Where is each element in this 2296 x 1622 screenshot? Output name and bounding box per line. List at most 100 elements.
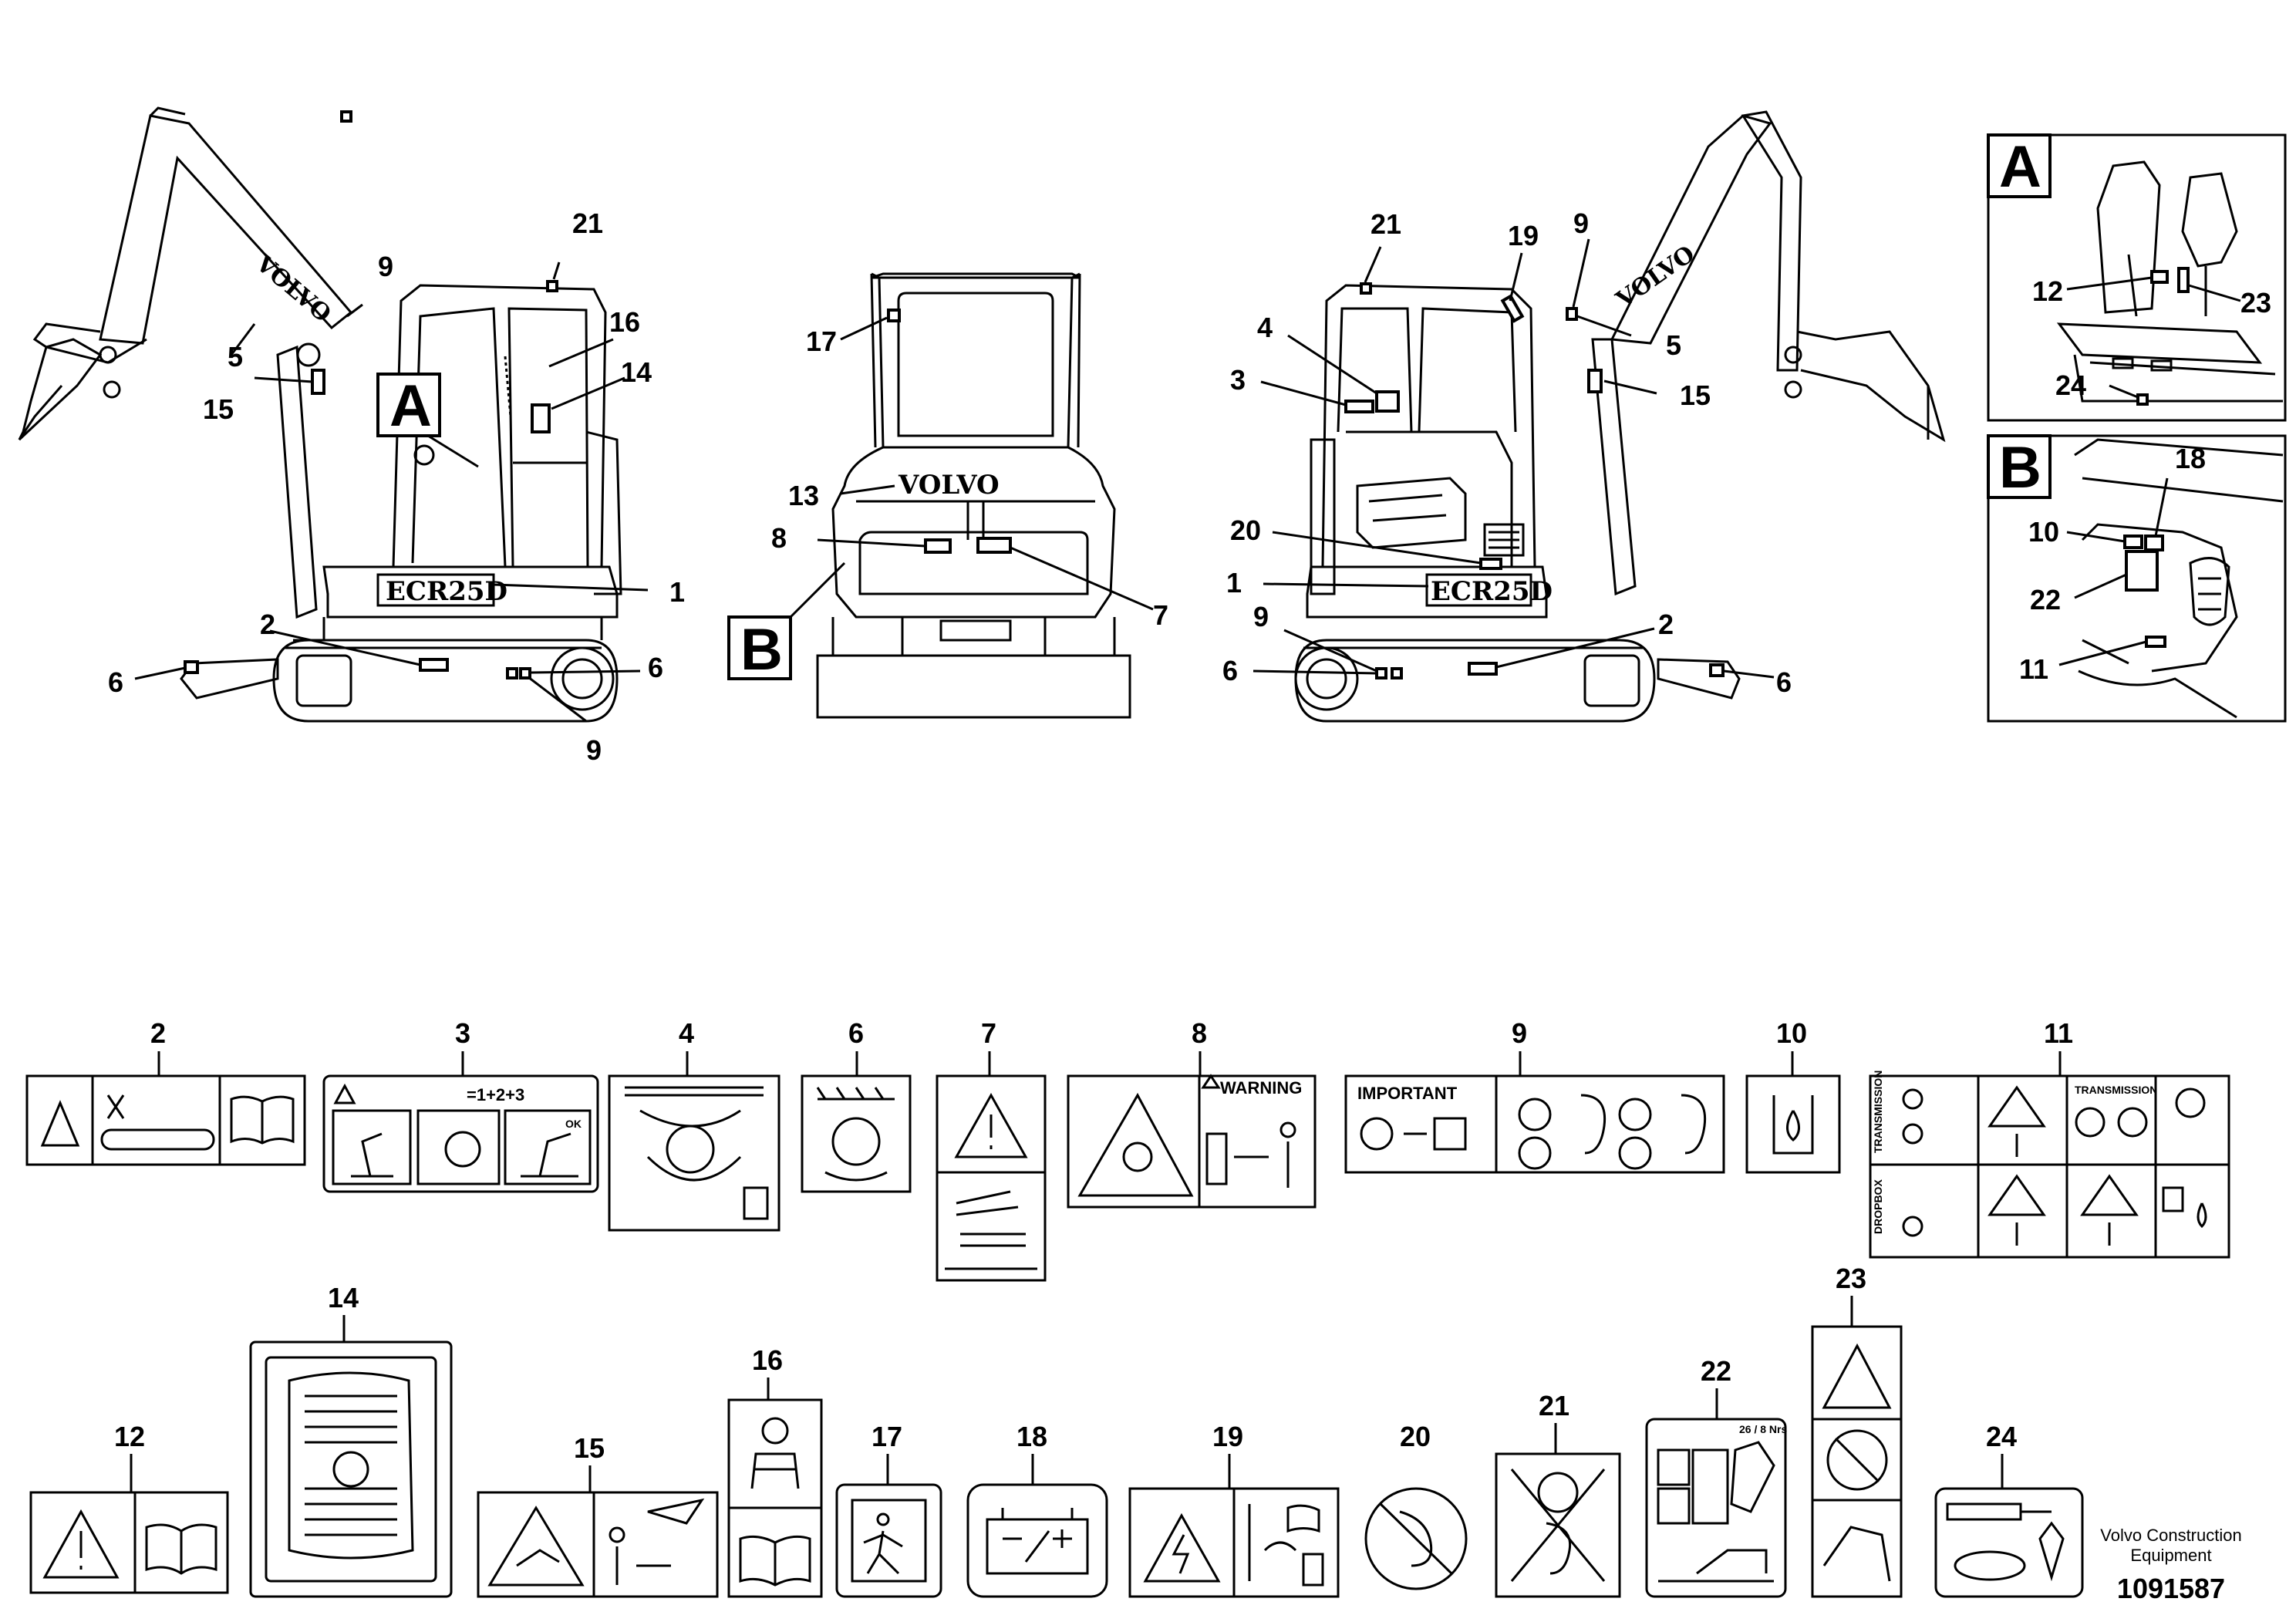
rear-view: VOLVO 17 13 8 7 B	[727, 272, 1168, 719]
decal-21: 21	[1495, 1390, 1621, 1598]
callout-3: 3	[1230, 364, 1246, 396]
callout-11: 11	[2019, 653, 2048, 685]
callout-9-right: 9	[1573, 207, 1589, 239]
footer: Volvo Construction Equipment 1091587	[2100, 1526, 2241, 1604]
company-name: Volvo Construction	[2100, 1526, 2241, 1545]
left-side-view: ECR25D VOLVO 21 9 16 14 5 15 1 2 6 6	[18, 106, 685, 766]
decal-16: 16	[727, 1344, 823, 1598]
decal-17: 17	[835, 1421, 942, 1598]
svg-text:17: 17	[872, 1421, 902, 1452]
callout-5: 5	[228, 341, 243, 373]
callout-6-right: 6	[1222, 655, 1238, 686]
company-name-line2: Equipment	[2130, 1546, 2211, 1565]
decal-6: 6	[801, 1017, 912, 1193]
model-badge-right: ECR25D	[1431, 576, 1553, 607]
svg-text:14: 14	[328, 1282, 359, 1313]
svg-text:7: 7	[981, 1017, 996, 1049]
decal-4: 4	[608, 1017, 781, 1232]
decal-24: 24	[1934, 1421, 2084, 1598]
callout-18: 18	[2175, 443, 2206, 474]
callout-13: 13	[788, 480, 819, 511]
callout-20: 20	[1230, 514, 1261, 546]
callout-4: 4	[1257, 312, 1273, 343]
callout-10: 10	[2028, 516, 2059, 548]
svg-text:6: 6	[848, 1017, 864, 1049]
decal-11-transmission-side: TRANSMISSION	[2075, 1084, 2157, 1096]
detail-a: A 12 23 24	[1987, 133, 2287, 422]
callout-24: 24	[2055, 369, 2086, 401]
right-side-view: VOLVO ECR25D 21	[1222, 110, 1946, 723]
callout-14: 14	[621, 356, 652, 388]
callout-7: 7	[1153, 599, 1168, 631]
callout-2-right: 2	[1658, 609, 1674, 640]
svg-text:20: 20	[1400, 1421, 1431, 1452]
detail-b: B 18 10 22 11	[1987, 434, 2287, 723]
callout-9: 9	[378, 251, 393, 282]
callout-9b-right: 9	[1253, 601, 1269, 632]
decal-3-formula: =1+2+3	[467, 1085, 524, 1104]
svg-text:21: 21	[1539, 1390, 1569, 1421]
callout-9b: 9	[586, 734, 602, 766]
callout-21: 21	[572, 207, 603, 239]
callout-12: 12	[2032, 275, 2063, 307]
decal-18: 18	[966, 1421, 1108, 1598]
detail-letter-a-box: A	[1999, 134, 2041, 200]
decal-19: 19	[1128, 1421, 1340, 1598]
svg-text:10: 10	[1776, 1017, 1807, 1049]
callout-23: 23	[2240, 287, 2271, 319]
callout-21-right: 21	[1371, 208, 1401, 240]
decal-11-transmission: TRANSMISSION	[1872, 1071, 1884, 1153]
callout-15-right: 15	[1680, 379, 1711, 411]
svg-text:18: 18	[1017, 1421, 1047, 1452]
svg-text:23: 23	[1836, 1263, 1866, 1294]
detail-letter-b-box: B	[1999, 435, 2041, 501]
brand-logo-left: VOLVO	[250, 250, 336, 329]
decal-14: 14	[249, 1282, 453, 1598]
callout-19: 19	[1508, 220, 1539, 251]
detail-letter-b-marker: B	[740, 617, 783, 683]
decal-9: 9 IMPORTANT	[1344, 1017, 1725, 1174]
decal-11: 11 TRANSMISSION DROPBOX TRANSMISSION	[1869, 1017, 2230, 1259]
model-badge-left: ECR25D	[386, 576, 507, 607]
svg-text:19: 19	[1212, 1421, 1243, 1452]
callout-1-right: 1	[1226, 567, 1242, 599]
svg-text:8: 8	[1192, 1017, 1207, 1049]
callout-6: 6	[108, 666, 123, 698]
decal-3-ok: OK	[565, 1118, 582, 1130]
document-number: 1091587	[2117, 1573, 2225, 1604]
callout-22: 22	[2030, 584, 2061, 615]
decal-22-hours: 26 / 8 Nrs	[1739, 1423, 1787, 1435]
callout-1: 1	[669, 576, 685, 608]
decal-2: 2	[25, 1017, 306, 1166]
decal-22: 22 26 / 8 Nrs	[1645, 1355, 1787, 1598]
svg-text:15: 15	[574, 1432, 605, 1464]
decal-12: 12	[29, 1421, 229, 1594]
callout-16: 16	[609, 306, 640, 338]
decal-7: 7	[936, 1017, 1047, 1282]
decal-10: 10	[1745, 1017, 1841, 1174]
decal-8: 8 WARNING	[1067, 1017, 1317, 1209]
decal-11-dropbox: DROPBOX	[1872, 1179, 1884, 1234]
svg-text:22: 22	[1701, 1355, 1731, 1387]
detail-letter-a: A	[389, 373, 432, 439]
decal-3: 3 =1+2+3 OK	[322, 1017, 599, 1193]
svg-text:3: 3	[455, 1017, 470, 1049]
svg-text:4: 4	[679, 1017, 694, 1049]
callout-17: 17	[806, 325, 837, 357]
callout-6b: 6	[648, 652, 663, 683]
decal-8-warning: WARNING	[1220, 1078, 1302, 1098]
svg-text:11: 11	[2044, 1017, 2073, 1049]
callout-6b-right: 6	[1776, 666, 1792, 698]
svg-text:9: 9	[1512, 1017, 1527, 1049]
svg-text:12: 12	[114, 1421, 145, 1452]
svg-text:2: 2	[150, 1017, 166, 1049]
decal-15: 15	[477, 1432, 719, 1598]
decal-9-important: IMPORTANT	[1357, 1084, 1458, 1103]
callout-2: 2	[260, 609, 275, 640]
callout-5-right: 5	[1666, 329, 1681, 361]
callout-8: 8	[771, 522, 787, 554]
decal-20: 20	[1364, 1421, 1468, 1590]
svg-text:24: 24	[1986, 1421, 2017, 1452]
callout-15: 15	[203, 393, 234, 425]
